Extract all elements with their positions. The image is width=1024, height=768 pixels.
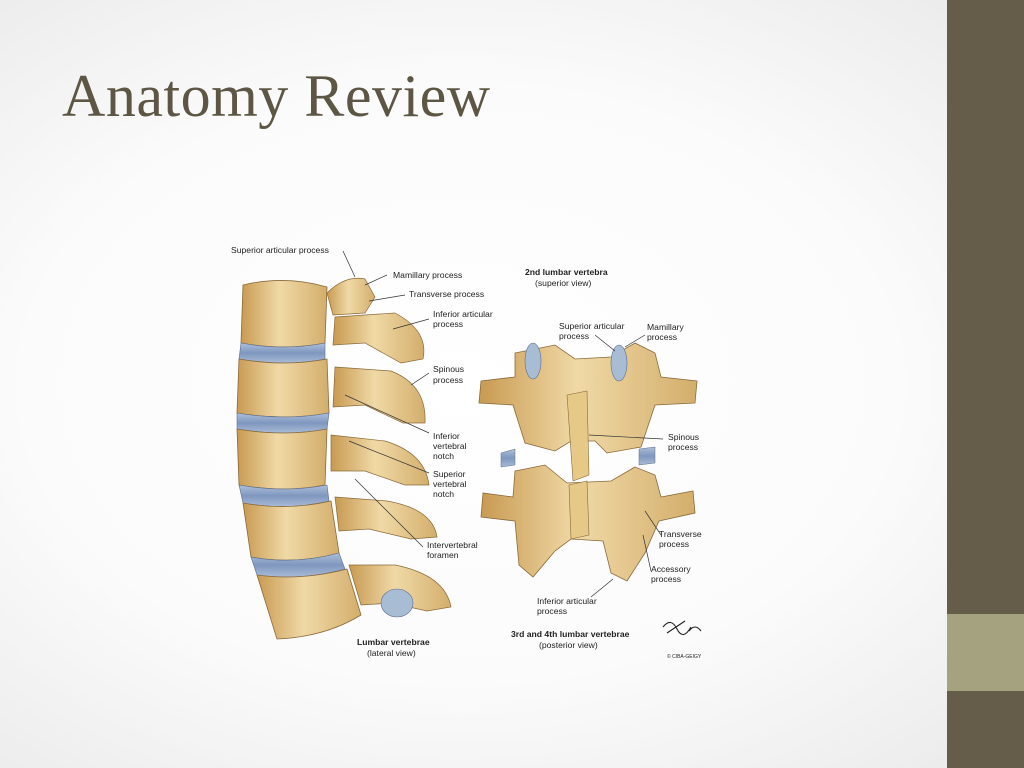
label-post-inferior-articular-line2: process: [537, 606, 567, 616]
label-inferior-articular-line2: process: [433, 319, 463, 329]
label-transverse-process: Transverse process: [409, 289, 484, 299]
lumbar-vertebrae-illustration: Superior articular process Mamillary pro…: [215, 235, 720, 665]
label-post-spinous-line2: process: [668, 442, 698, 452]
label-intervertebral-foramen-line2: foramen: [427, 550, 459, 560]
label-post-mamillary-line1: Mamillary: [647, 322, 684, 332]
label-post-mamillary-line2: process: [647, 332, 677, 342]
lateral-view-drawing: [236, 250, 452, 640]
label-post-transverse-line1: Transverse: [659, 529, 702, 539]
slide-title: Anatomy Review: [62, 63, 491, 129]
label-spinous-line2: process: [433, 375, 463, 385]
label-superior-articular-process: Superior articular process: [231, 245, 329, 255]
caption-lateral-line2: (lateral view): [367, 648, 416, 658]
label-post-superior-articular-line2: process: [559, 331, 589, 341]
label-inferior-notch-line2: vertebral: [433, 441, 467, 451]
artist-signature: © CIBA-GEIGY: [662, 620, 702, 660]
label-superior-notch-line3: notch: [433, 489, 454, 499]
label-mamillary-process: Mamillary process: [393, 270, 462, 280]
sidebar-accent-block: [947, 614, 1024, 691]
caption-posterior-line2: (posterior view): [539, 640, 598, 650]
copyright-mark: © CIBA-GEIGY: [667, 653, 702, 660]
label-post-accessory-line2: process: [651, 574, 681, 584]
label-spinous-line1: Spinous: [433, 364, 464, 374]
label-post-spinous-line1: Spinous: [668, 432, 699, 442]
label-post-accessory-line1: Accessory: [651, 564, 691, 574]
caption-superior-view-line1: 2nd lumbar vertebra: [525, 267, 608, 277]
label-post-transverse-line2: process: [659, 539, 689, 549]
label-superior-notch-line2: vertebral: [433, 479, 467, 489]
caption-superior-view-line2: (superior view): [535, 278, 591, 288]
label-inferior-articular-line1: Inferior articular: [433, 309, 493, 319]
vertebrae-diagram: Superior articular process Mamillary pro…: [231, 245, 702, 660]
posterior-view-drawing: [478, 334, 698, 598]
label-inferior-notch-line3: notch: [433, 451, 454, 461]
label-intervertebral-foramen-line1: Intervertebral: [427, 540, 478, 550]
label-post-inferior-articular-line1: Inferior articular: [537, 596, 597, 606]
label-post-superior-articular-line1: Superior articular: [559, 321, 625, 331]
label-superior-notch-line1: Superior: [433, 469, 466, 479]
label-inferior-notch-line1: Inferior: [433, 431, 460, 441]
caption-lateral-line1: Lumbar vertebrae: [357, 637, 430, 647]
caption-posterior-line1: 3rd and 4th lumbar vertebrae: [511, 629, 630, 639]
